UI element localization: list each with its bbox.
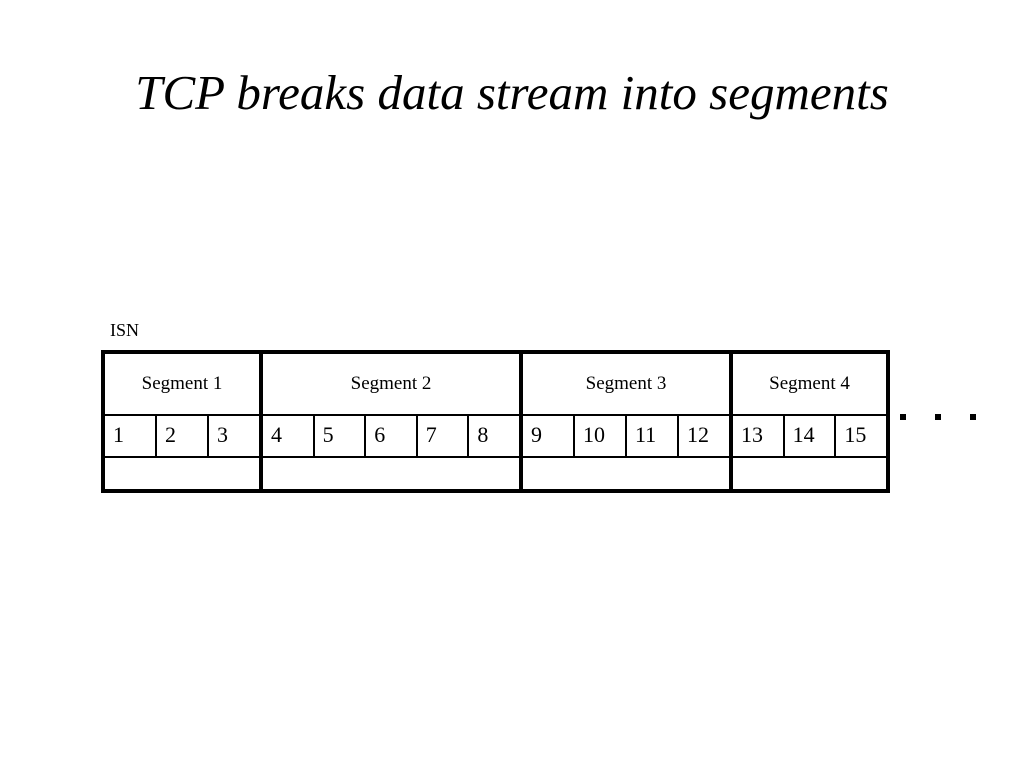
data-stream: Segment 1 1 2 3 Segment 2 4 5 6 7 8 Segm… (101, 350, 890, 493)
segment-4: Segment 4 13 14 15 (729, 350, 890, 493)
byte-cell: 7 (418, 416, 470, 456)
byte-cell: 4 (263, 416, 315, 456)
byte-cell: 13 (733, 416, 785, 456)
byte-cell: 8 (477, 422, 489, 447)
segment-3: Segment 3 9 10 11 12 (519, 350, 733, 493)
ellipsis-dot (935, 414, 941, 420)
segment-label: Segment 2 (263, 354, 519, 416)
ellipsis-dot (900, 414, 906, 420)
byte-row: 4 5 6 7 8 (263, 416, 519, 458)
ellipsis-dot (970, 414, 976, 420)
byte-row: 13 14 15 (733, 416, 886, 458)
byte-cell: 14 (785, 416, 837, 456)
byte-row: 1 2 3 (105, 416, 259, 458)
segment-2: Segment 2 4 5 6 7 8 (259, 350, 523, 493)
byte-cell: 9 (523, 416, 575, 456)
segment-1: Segment 1 1 2 3 (101, 350, 263, 493)
segment-label: Segment 1 (105, 354, 259, 416)
slide-title: TCP breaks data stream into segments (135, 65, 889, 120)
byte-cell: 12 (687, 422, 709, 447)
byte-cell: 2 (157, 416, 209, 456)
byte-cell: 10 (575, 416, 627, 456)
isn-label: ISN (110, 320, 140, 340)
segment-label: Segment 4 (733, 354, 886, 416)
byte-cell: 15 (844, 422, 867, 447)
byte-cell: 1 (105, 416, 157, 456)
continuation-ellipsis (900, 414, 976, 420)
byte-cell: 3 (217, 422, 228, 447)
segment-label: Segment 3 (523, 354, 729, 416)
byte-cell: 6 (366, 416, 418, 456)
byte-cell: 5 (315, 416, 367, 456)
byte-row: 9 10 11 12 (523, 416, 729, 458)
byte-cell: 11 (627, 416, 679, 456)
